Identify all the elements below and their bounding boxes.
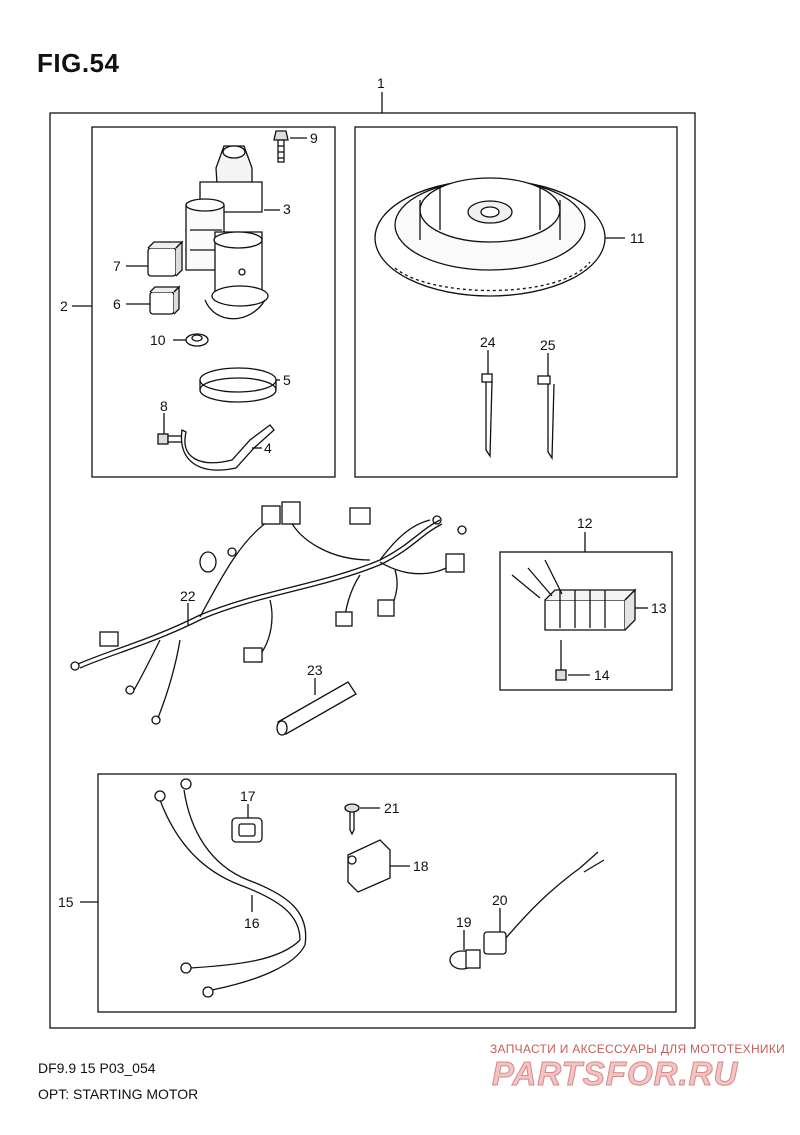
cushion-band-5 [199, 367, 280, 403]
band-tie-25 [537, 353, 555, 461]
callout-15: 15 [58, 894, 74, 910]
callout-20: 20 [492, 892, 508, 908]
figure-caption: OPT: STARTING MOTOR [38, 1086, 199, 1102]
callout-18: 18 [413, 858, 429, 874]
model-code: DF9.9 15 P03_054 [38, 1060, 156, 1076]
rectifier-13 [511, 559, 648, 631]
callout-19: 19 [456, 914, 472, 930]
watermark-subtitle: ЗАПЧАСТИ И АКСЕССУАРЫ ДЛЯ МОТОТЕХНИКИ [490, 1042, 786, 1056]
starter-motor-frame [91, 126, 336, 478]
callout-21: 21 [384, 800, 400, 816]
callout-13: 13 [651, 600, 667, 616]
flywheel-11 [374, 177, 625, 297]
callout-25: 25 [540, 337, 556, 353]
callout-1: 1 [377, 75, 385, 91]
watermark-logo: PARTSFOR.RU [491, 1055, 739, 1093]
callout-6: 6 [113, 296, 121, 312]
callout-17: 17 [240, 788, 256, 804]
bolt-9 [273, 130, 307, 163]
callout-7: 7 [113, 258, 121, 274]
callout-14: 14 [594, 667, 610, 683]
band-tie-24 [481, 350, 493, 459]
clip-17 [231, 804, 263, 843]
flywheel-frame [354, 126, 678, 478]
callout-10: 10 [150, 332, 166, 348]
relay-7 [126, 240, 184, 277]
callout-22: 22 [180, 588, 196, 604]
screw-21 [344, 803, 380, 836]
lead-wire-20 [483, 851, 605, 955]
rectifier-frame [499, 551, 673, 691]
bracket-4 [180, 424, 275, 471]
callout-23: 23 [307, 662, 323, 678]
callout-16: 16 [244, 915, 260, 931]
callout-11: 11 [630, 230, 645, 246]
callout-8: 8 [160, 398, 168, 414]
holder-18 [347, 839, 410, 893]
callout-9: 9 [310, 130, 318, 146]
wire-harness-22 [70, 501, 467, 725]
callout-4: 4 [264, 440, 272, 456]
outer-frame [49, 112, 696, 1029]
callout-24: 24 [480, 334, 496, 350]
battery-cable-frame [97, 773, 677, 1013]
battery-cable-16 [154, 778, 307, 998]
figure-title: FIG.54 [37, 48, 120, 78]
callout-5: 5 [283, 372, 291, 388]
relay-6 [126, 285, 181, 315]
bolt-14 [555, 640, 590, 681]
bolt-8 [157, 413, 183, 445]
switch-19 [449, 930, 481, 970]
tube-23 [276, 678, 357, 736]
grommet-10 [173, 333, 209, 347]
callout-3: 3 [283, 201, 291, 217]
starter-motor [185, 145, 280, 320]
callout-2: 2 [60, 298, 68, 314]
callout-12: 12 [577, 515, 593, 531]
